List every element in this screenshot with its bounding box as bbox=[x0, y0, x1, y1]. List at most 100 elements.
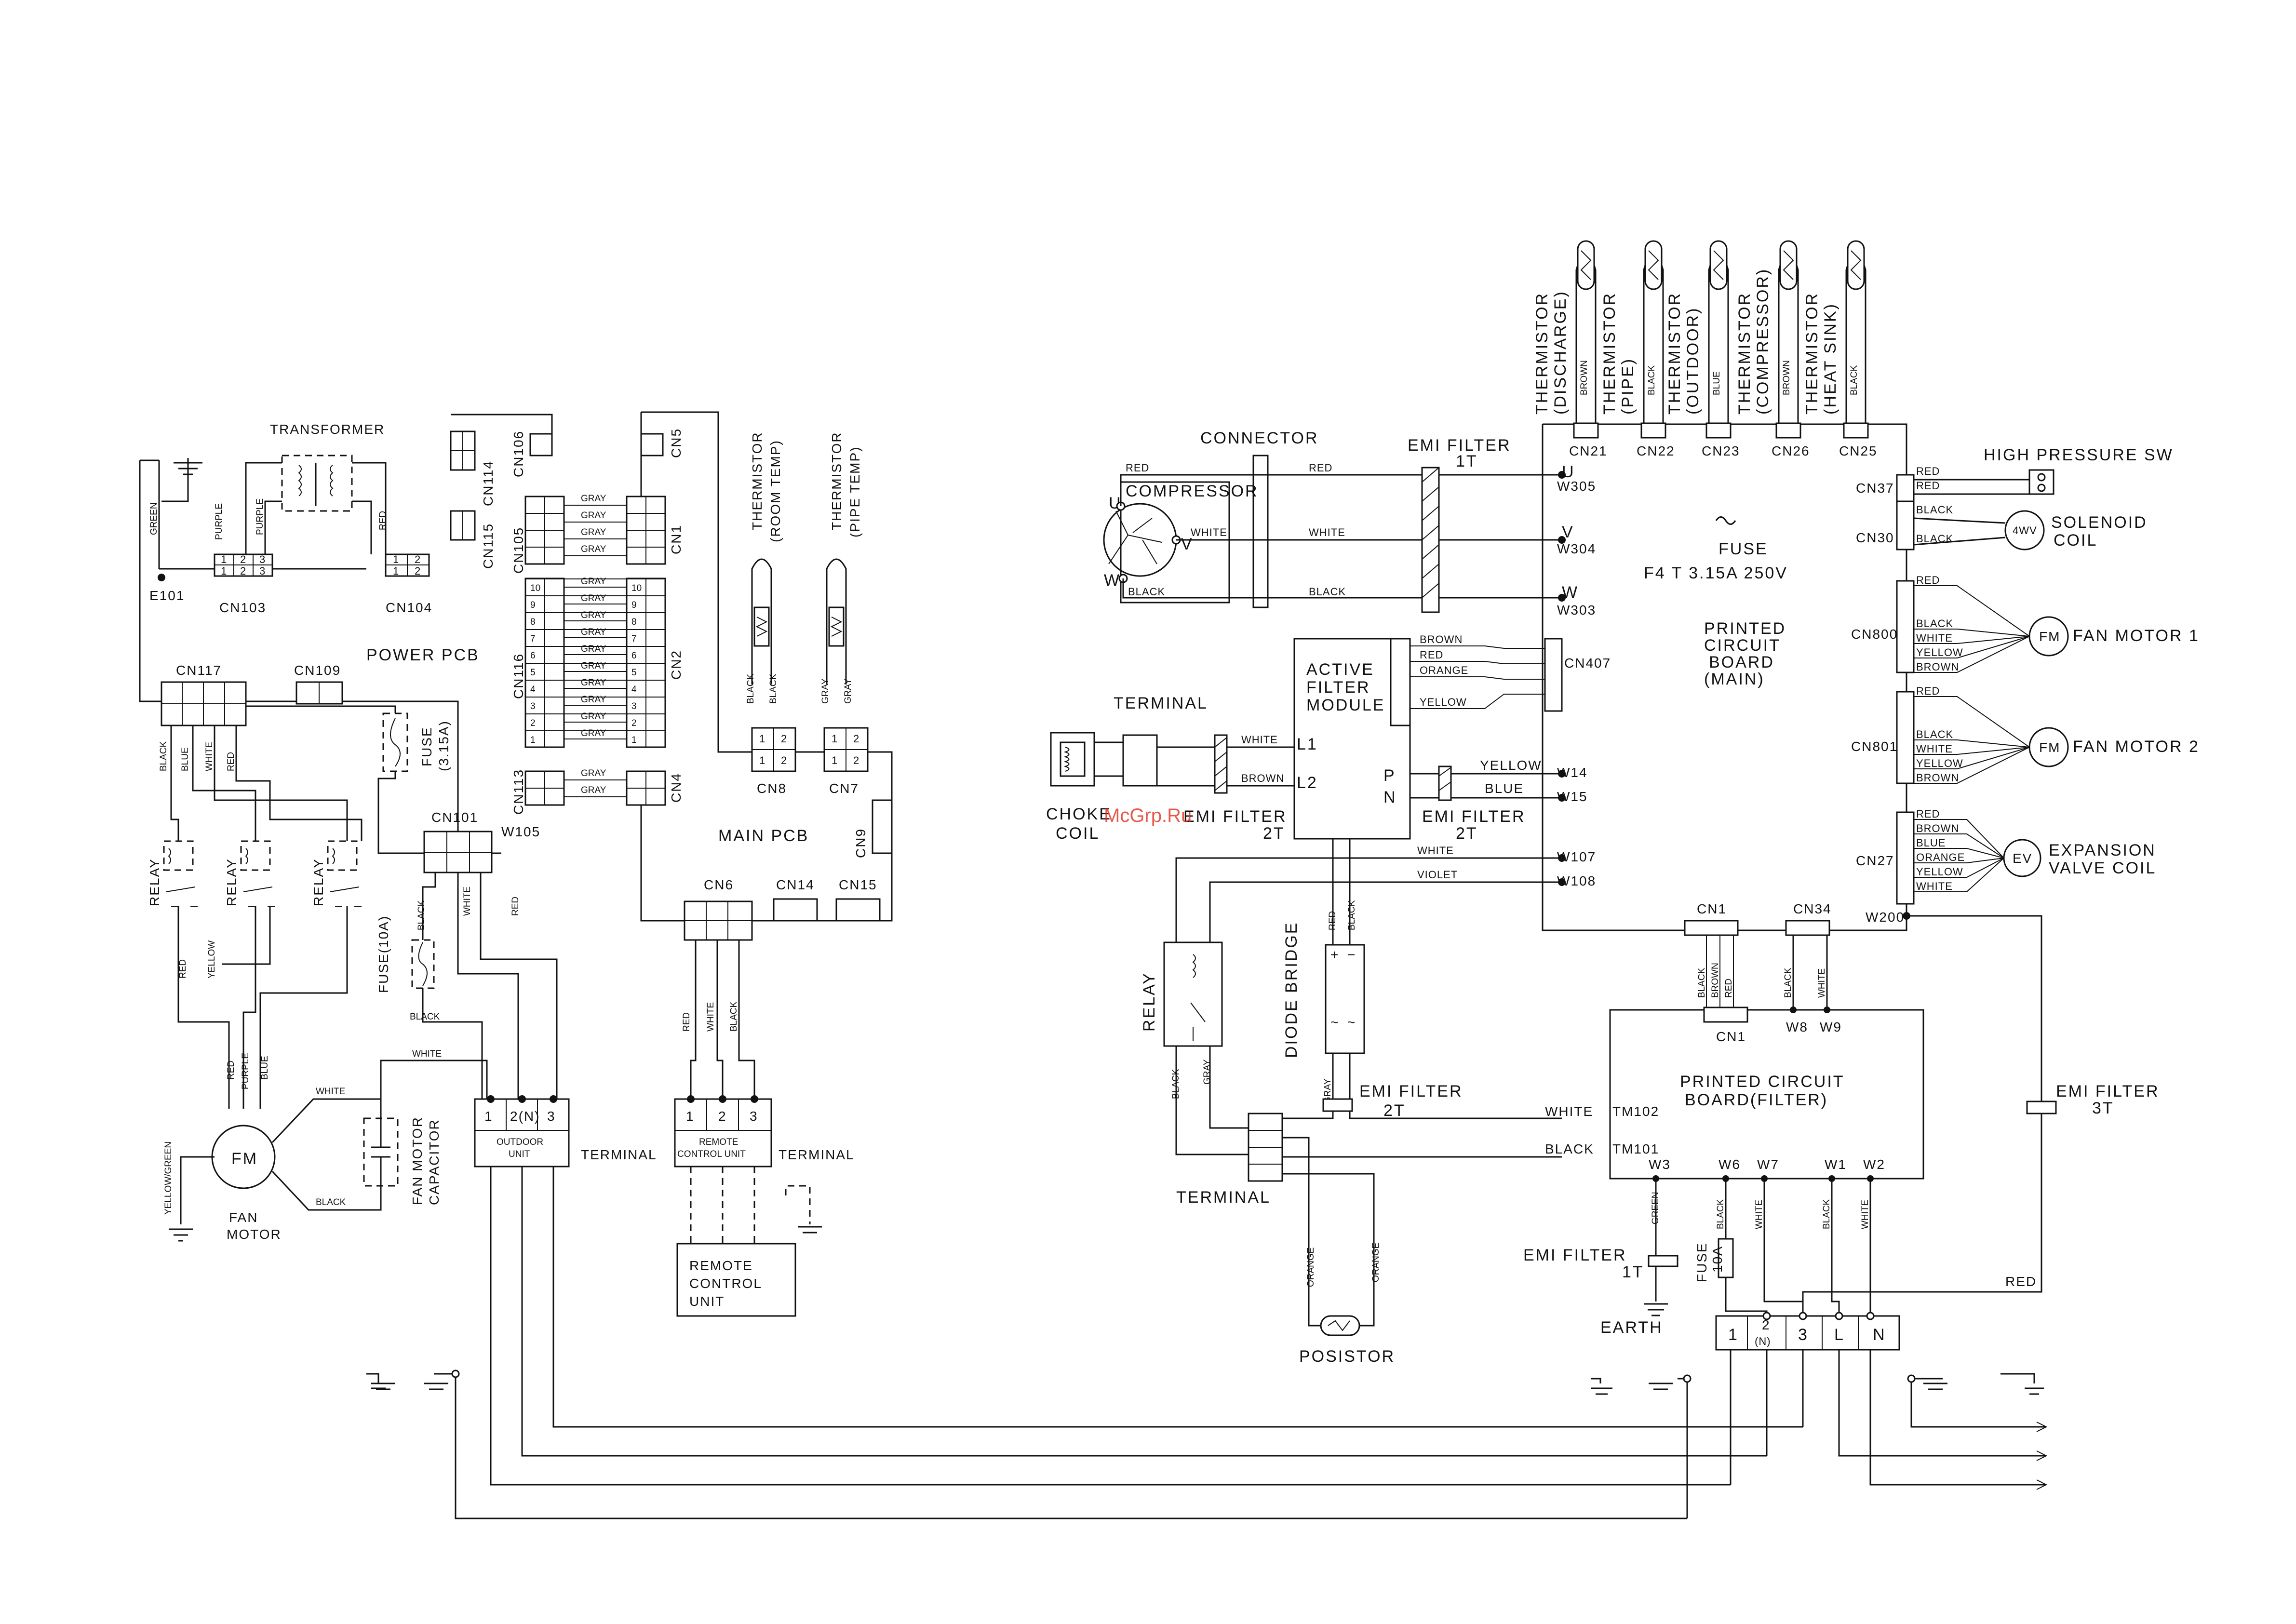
svg-text:2T: 2T bbox=[1383, 1101, 1406, 1120]
svg-text:FM: FM bbox=[2039, 629, 2060, 644]
svg-text:EMI FILTER: EMI FILTER bbox=[1408, 436, 1511, 455]
svg-text:WHITE: WHITE bbox=[1191, 526, 1227, 538]
thermistor-name: THERMISTOR bbox=[1600, 292, 1619, 415]
svg-text:L: L bbox=[1834, 1326, 1845, 1344]
fan-wire bbox=[1914, 747, 2030, 784]
svg-text:FUSE: FUSE bbox=[419, 726, 434, 766]
connector-label: CN26 bbox=[1772, 443, 1810, 458]
thermistor-sub: (PIPE) bbox=[1619, 358, 1637, 415]
wire-label: RED bbox=[1916, 574, 1940, 586]
svg-text:2: 2 bbox=[240, 565, 246, 577]
cn14-connector: CN14 bbox=[773, 877, 818, 922]
svg-text:P: P bbox=[1383, 766, 1396, 785]
thermistor-zigzag bbox=[1713, 250, 1724, 280]
terminal-label: TERMINAL bbox=[1114, 694, 1208, 712]
wire-label: RED bbox=[1420, 649, 1443, 661]
svg-text:BLUE: BLUE bbox=[180, 747, 190, 771]
svg-text:L2: L2 bbox=[1297, 774, 1318, 792]
wire-label: GRAY bbox=[581, 644, 606, 654]
svg-text:W108: W108 bbox=[1557, 873, 1596, 888]
svg-text:RELAY: RELAY bbox=[224, 858, 239, 906]
cn9-connector: CN9 bbox=[853, 799, 893, 858]
svg-text:W: W bbox=[1104, 571, 1121, 590]
wire-label: GRAY bbox=[581, 610, 606, 620]
gray-wires-cn105: GRAY GRAY GRAY GRAY bbox=[564, 494, 627, 556]
svg-text:WHITE: WHITE bbox=[1545, 1104, 1593, 1119]
active-filter-module: ACTIVE FILTER MODULE L1 L2 P N bbox=[1293, 638, 1411, 840]
svg-text:BLACK: BLACK bbox=[729, 1001, 739, 1032]
svg-text:TERMINAL: TERMINAL bbox=[1176, 1188, 1271, 1207]
svg-text:BOARD: BOARD bbox=[1709, 653, 1774, 671]
svg-text:TERMINAL: TERMINAL bbox=[779, 1147, 855, 1162]
wire-label: YELLOW bbox=[1916, 646, 1963, 658]
fan-wire bbox=[1914, 629, 2030, 637]
wire-label: WHITE bbox=[1916, 632, 1953, 644]
pin-number: 2 bbox=[631, 718, 637, 728]
svg-text:TERMINAL: TERMINAL bbox=[581, 1147, 657, 1162]
svg-text:GRAY: GRAY bbox=[581, 768, 606, 778]
svg-text:WHITE: WHITE bbox=[462, 886, 472, 916]
svg-text:BLUE: BLUE bbox=[1485, 781, 1524, 796]
fan-wire bbox=[1914, 636, 2030, 673]
svg-text:BLACK: BLACK bbox=[1347, 900, 1357, 930]
svg-text:ACTIVE: ACTIVE bbox=[1306, 660, 1374, 679]
svg-text:CAPACITOR: CAPACITOR bbox=[427, 1119, 442, 1205]
svg-text:PRINTED CIRCUIT: PRINTED CIRCUIT bbox=[1680, 1073, 1845, 1091]
thermistor-name: THERMISTOR bbox=[1533, 292, 1551, 415]
svg-text:U: U bbox=[1562, 463, 1575, 481]
svg-text:CN116: CN116 bbox=[511, 653, 526, 699]
svg-text:W2: W2 bbox=[1863, 1157, 1885, 1172]
svg-text:(MAIN): (MAIN) bbox=[1704, 670, 1765, 688]
fan-wire bbox=[1914, 636, 2030, 644]
fan-wire bbox=[1914, 747, 2030, 755]
svg-text:2: 2 bbox=[853, 754, 859, 766]
svg-text:1: 1 bbox=[484, 1109, 493, 1124]
svg-text:2: 2 bbox=[415, 565, 421, 577]
svg-text:GRAY: GRAY bbox=[581, 785, 606, 795]
svg-text:RED: RED bbox=[1328, 911, 1338, 930]
wire-label: BLUE bbox=[1916, 837, 1946, 849]
svg-text:ORANGE: ORANGE bbox=[1371, 1243, 1381, 1282]
afm-wire bbox=[1410, 661, 1545, 664]
ev-wire bbox=[1914, 848, 2004, 859]
svg-text:RED: RED bbox=[1916, 465, 1940, 477]
svg-text:EMI FILTER: EMI FILTER bbox=[1523, 1246, 1627, 1264]
remote-control-unit: REMOTE CONTROL UNIT bbox=[676, 1243, 796, 1317]
svg-text:2: 2 bbox=[415, 553, 421, 565]
svg-text:REMOTE: REMOTE bbox=[689, 1258, 753, 1273]
cn37-connector: CN37 RED RED bbox=[1856, 465, 1940, 505]
wire-label: WHITE bbox=[1916, 880, 1953, 892]
svg-text:CN103: CN103 bbox=[219, 600, 266, 615]
svg-text:UNIT: UNIT bbox=[509, 1149, 530, 1159]
wire-label: BLACK bbox=[1849, 365, 1859, 395]
svg-text:CIRCUIT: CIRCUIT bbox=[1704, 636, 1781, 655]
svg-text:CN1: CN1 bbox=[1716, 1029, 1746, 1044]
diode-bridge: DIODE BRIDGE +− ~~ bbox=[1282, 922, 1365, 1058]
svg-text:BLACK: BLACK bbox=[416, 900, 427, 930]
pin-number: 5 bbox=[530, 668, 536, 678]
svg-text:CN34: CN34 bbox=[1793, 901, 1832, 916]
wire-label: BROWN bbox=[1710, 963, 1720, 998]
svg-text:~: ~ bbox=[1330, 1015, 1339, 1030]
thermistor-sub: (DISCHARGE) bbox=[1551, 290, 1570, 415]
svg-text:EMI FILTER: EMI FILTER bbox=[1183, 807, 1287, 826]
svg-text:1: 1 bbox=[832, 754, 838, 766]
svg-text:GRAY: GRAY bbox=[820, 678, 831, 704]
svg-text:W304: W304 bbox=[1557, 541, 1596, 556]
svg-text:PURPLE: PURPLE bbox=[214, 503, 224, 540]
pin-number: 9 bbox=[631, 600, 637, 610]
svg-text:FUSE: FUSE bbox=[1694, 1242, 1709, 1282]
svg-text:(3.15A): (3.15A) bbox=[436, 720, 451, 771]
cn101-connector: CN101 bbox=[423, 810, 493, 873]
svg-text:FAN MOTOR 1: FAN MOTOR 1 bbox=[2073, 627, 2200, 645]
svg-text:FUSE: FUSE bbox=[1719, 540, 1768, 558]
svg-text:1: 1 bbox=[759, 733, 765, 745]
wire-label: GRAY bbox=[581, 678, 606, 688]
fuse-315-icon: FUSE (3.15A) bbox=[382, 712, 451, 772]
wire-label: GRAY bbox=[581, 577, 606, 587]
svg-text:CHOKE: CHOKE bbox=[1046, 805, 1112, 823]
